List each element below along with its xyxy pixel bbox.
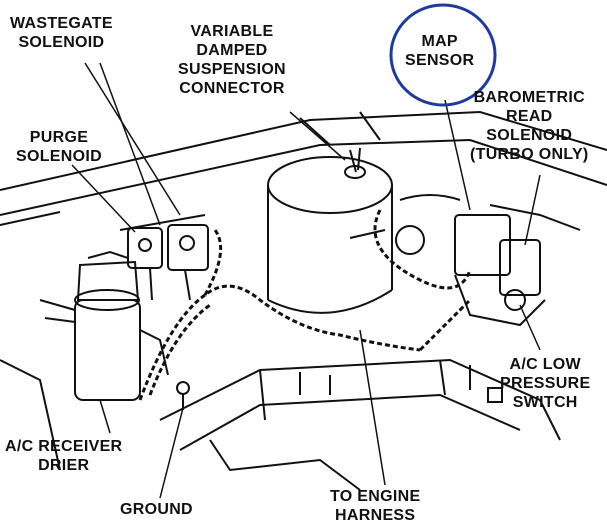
label-map-sensor: MAP SENSOR [405,33,475,69]
map-sensor-highlight-circle [389,3,497,107]
sensor-bracket [349,194,581,327]
engine-structure [0,358,561,491]
ac-receiver-drier [39,250,169,401]
solenoid-cluster [119,214,209,301]
cowl-lines [0,110,607,226]
label-wastegate-solenoid: WASTEGATE SOLENOID [10,15,113,51]
label-variable-damped-suspension-connector: VARIABLE DAMPED SUSPENSION CONNECTOR [178,23,286,97]
label-purge-solenoid: PURGE SOLENOID [16,129,102,165]
label-ac-receiver-drier: A/C RECEIVER DRIER [5,438,123,474]
label-barometric-read-solenoid: BAROMETRIC READ SOLENOID (TURBO ONLY) [470,89,589,163]
leader-lines [71,62,541,499]
label-to-engine-harness: TO ENGINE HARNESS [330,488,421,524]
wiring-harness [138,209,472,401]
label-ac-low-pressure-switch: A/C LOW PRESSURE SWITCH [500,356,591,411]
strut-tower [267,147,393,314]
label-ground: GROUND [120,501,193,518]
ground-terminal [176,381,190,410]
